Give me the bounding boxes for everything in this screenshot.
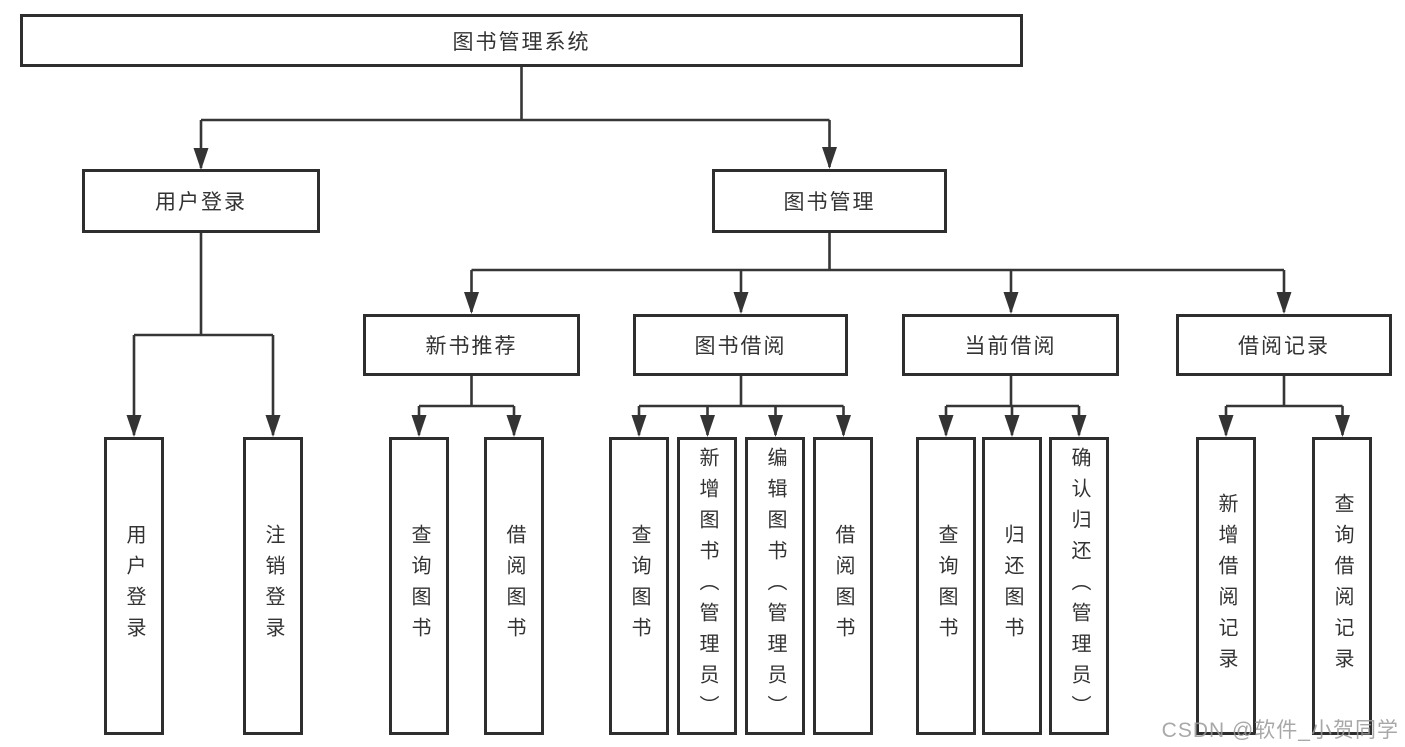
node-label: 查询图书 [628,524,650,648]
node-query-books-borrow: 查询图书 [609,437,669,735]
node-query-borrow-record: 查询借阅记录 [1312,437,1372,735]
node-return-books: 归还图书 [982,437,1042,735]
node-user-login: 用户登录 [82,169,320,233]
arrowhead [464,292,479,314]
arrowhead [506,415,522,437]
arrowhead [1218,415,1234,437]
node-current-borrow-label: 当前借阅 [964,335,1057,358]
arrowhead [700,415,715,437]
node-borrow-books-recommend: 借阅图书 [484,437,544,735]
connector-bookborrow-to-leaves [637,376,845,435]
node-label: 借阅图书 [503,524,525,648]
node-query-books-current: 查询图书 [916,437,976,735]
connector-root-to-level2 [199,67,831,168]
connector-bookmgmt-to-level3 [470,233,1286,312]
node-borrow-records-label: 借阅记录 [1238,335,1330,358]
node-root: 图书管理系统 [20,14,1023,67]
node-add-borrow-record: 新增借阅记录 [1196,437,1256,735]
arrowhead [631,415,647,437]
arrowhead [768,415,783,437]
arrowhead [733,292,749,314]
connector-newbook-to-leaves [417,376,516,435]
arrowhead [1071,415,1087,437]
arrowhead [1004,415,1020,437]
node-book-borrow-label: 图书借阅 [694,335,787,358]
node-label: 新增借阅记录 [1215,493,1237,679]
node-book-management-label: 图书管理 [783,191,876,214]
watermark: CSDN @软件_小贺同学 [1161,719,1399,742]
node-logout-leaf: 注销登录 [243,437,303,735]
arrowhead [938,415,954,437]
node-book-management: 图书管理 [712,169,947,233]
arrowhead [1335,415,1350,437]
node-borrow-books-leaf: 借阅图书 [813,437,873,735]
arrowhead [1003,292,1019,314]
node-label: 用户登录 [123,524,145,648]
arrowhead [836,415,851,437]
connector-borrowrecords-to-leaves [1224,376,1344,435]
arrowhead [265,415,281,437]
arrowhead [1276,292,1292,314]
node-label: 查询借阅记录 [1331,493,1353,679]
node-label: 查询图书 [408,524,430,648]
node-borrow-records: 借阅记录 [1176,314,1392,376]
node-label: 借阅图书 [832,524,854,648]
node-root-label: 图书管理系统 [452,30,591,54]
node-add-books-admin: 新增图书（管理员） [677,437,737,735]
arrowhead [822,147,837,169]
node-label: 归还图书 [1001,524,1023,648]
node-current-borrow: 当前借阅 [902,314,1119,376]
node-query-books-recommend: 查询图书 [389,437,449,735]
arrowhead [411,415,427,437]
node-new-book-recommend: 新书推荐 [363,314,580,376]
node-user-login-leaf: 用户登录 [104,437,164,735]
node-label: 查询图书 [935,524,957,648]
node-confirm-return-admin: 确认归还（管理员） [1049,437,1109,735]
node-label: 新增图书（管理员） [696,446,718,726]
node-user-login-label: 用户登录 [155,191,247,214]
node-book-borrow: 图书借阅 [633,314,848,376]
connector-userlogin-to-leaves [132,233,275,435]
node-label: 注销登录 [262,524,284,648]
node-edit-books-admin: 编辑图书（管理员） [745,437,805,735]
arrowhead [193,148,209,170]
arrowhead [126,415,142,437]
node-new-book-recommend-label: 新书推荐 [425,335,518,358]
node-label: 编辑图书（管理员） [764,446,786,726]
node-label: 确认归还（管理员） [1068,446,1090,726]
